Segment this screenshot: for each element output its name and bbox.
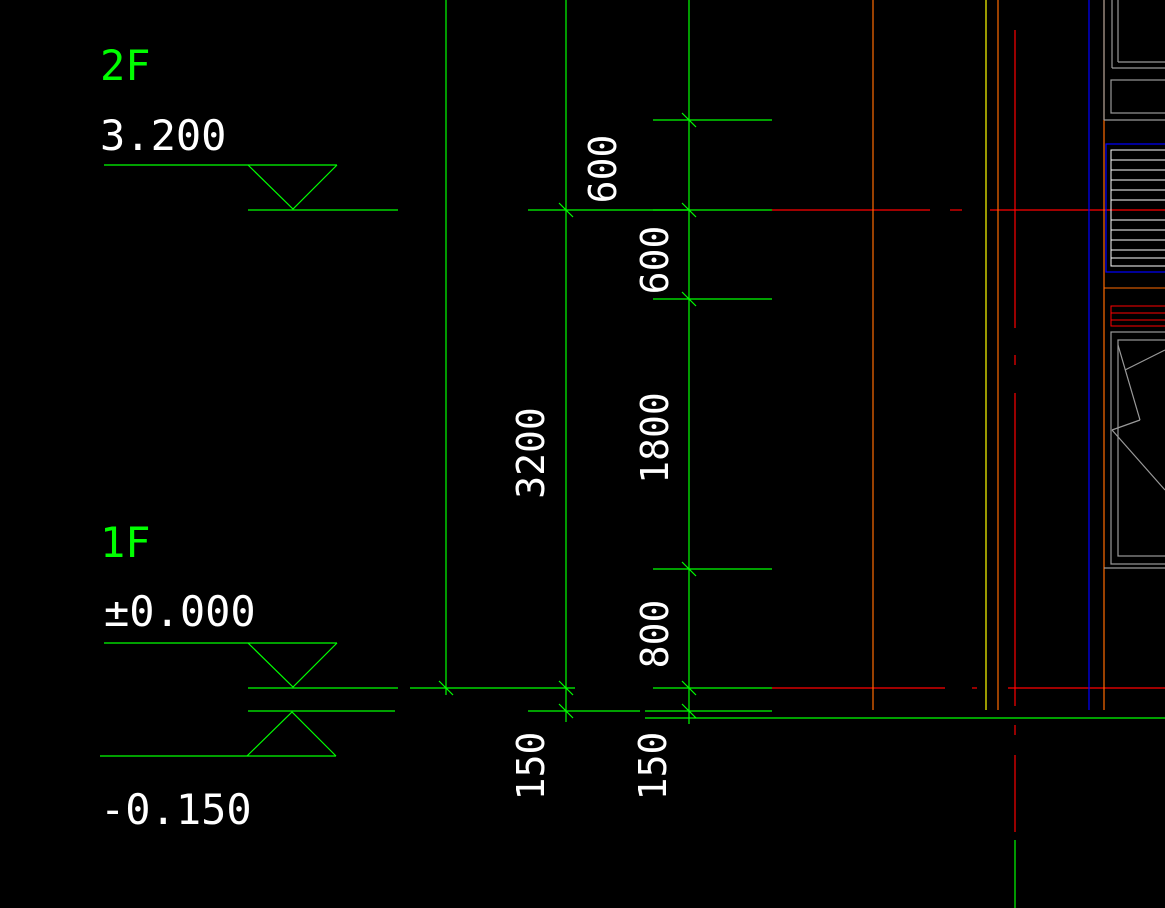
dim-800: 800 xyxy=(633,600,677,669)
level-name-1f: 1F xyxy=(100,518,151,567)
louver-panel xyxy=(1104,143,1165,289)
dim-150-right: 150 xyxy=(631,732,675,801)
level-marker-2f: 2F 3.200 xyxy=(100,41,398,211)
level-elevation-1f: ±0.000 xyxy=(104,587,256,636)
level-name-2f: 2F xyxy=(100,41,151,90)
dim-600-upper: 600 xyxy=(581,135,625,204)
dim-150-left: 150 xyxy=(509,732,553,801)
level-elevation-ground: -0.150 xyxy=(100,785,252,834)
sill-hatch xyxy=(1110,305,1165,327)
dim-1800: 1800 xyxy=(633,392,677,484)
dimension-chain-left xyxy=(410,0,690,722)
dim-600-lower: 600 xyxy=(633,226,677,295)
dimension-text-segments: 600 600 1800 800 150 xyxy=(581,135,677,801)
window-lower xyxy=(1104,331,1165,569)
level-elevation-2f: 3.200 xyxy=(100,111,226,160)
dim-3200: 3200 xyxy=(509,407,553,499)
level-marker-ground: -0.150 xyxy=(100,710,395,834)
window-upper xyxy=(1103,0,1165,121)
dimension-text-left-plinth: 150 xyxy=(509,732,553,801)
axis-lines-red xyxy=(772,30,1165,832)
wall-lines xyxy=(872,0,1105,908)
dimension-text-overall: 3200 xyxy=(509,407,553,499)
dimension-chain-right xyxy=(645,0,772,724)
level-marker-1f: 1F ±0.000 xyxy=(100,518,398,689)
